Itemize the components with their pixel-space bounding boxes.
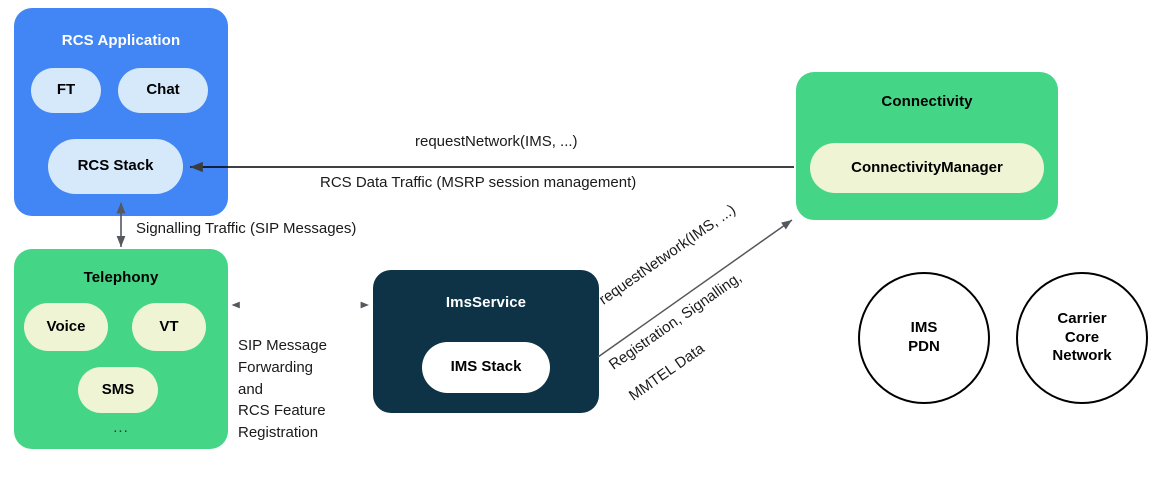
pill-vt[interactable]: VT <box>132 303 206 351</box>
carrier-line-2: Core <box>1064 328 1100 346</box>
pill-chat[interactable]: Chat <box>118 68 208 113</box>
carrier-line-1: Carrier <box>1057 309 1107 327</box>
pill-ft[interactable]: FT <box>31 68 101 113</box>
sip-fwd-line-3: and <box>238 380 264 398</box>
node-rcs-application-title: RCS Application <box>61 32 181 49</box>
sip-fwd-line-4: RCS Feature <box>238 402 326 420</box>
carrier-line-3: Network <box>1052 347 1112 365</box>
pill-connectivity-manager[interactable]: ConnectivityManager <box>810 143 1044 193</box>
pill-voice[interactable]: Voice <box>24 303 108 351</box>
node-connectivity-title: Connectivity <box>881 93 973 110</box>
ims-pdn-line-2: PDN <box>908 338 940 355</box>
node-carrier-core-network[interactable]: Carrier Core Network <box>1016 272 1148 404</box>
telephony-more-ellipsis: ... <box>113 419 129 436</box>
ims-pdn-line-1: IMS <box>910 319 938 337</box>
node-ims-pdn[interactable]: IMS PDN <box>858 272 990 404</box>
edge-label-rcs-data-traffic: RCS Data Traffic (MSRP session managemen… <box>320 174 637 191</box>
node-ims-pdn-label: IMS PDN <box>908 319 940 357</box>
sip-fwd-line-5: Registration <box>238 424 319 441</box>
node-ims-service-title: ImsService <box>445 294 527 311</box>
edge-label-request-network-top: requestNetwork(IMS, ...) <box>415 133 578 150</box>
pill-ims-stack[interactable]: IMS Stack <box>422 342 550 393</box>
edge-label-sip-message-forwarding: SIP Message Forwarding and RCS Feature R… <box>238 335 358 444</box>
edge-label-signalling-traffic: Signalling Traffic (SIP Messages) <box>136 220 357 237</box>
pill-rcs-stack[interactable]: RCS Stack <box>48 139 183 194</box>
pill-sms[interactable]: SMS <box>78 367 158 413</box>
sip-fwd-line-1: SIP Message <box>238 337 327 354</box>
node-carrier-core-network-label: Carrier Core Network <box>1052 310 1111 366</box>
sip-fwd-line-2: Forwarding <box>238 358 314 376</box>
node-telephony-title: Telephony <box>83 269 159 286</box>
